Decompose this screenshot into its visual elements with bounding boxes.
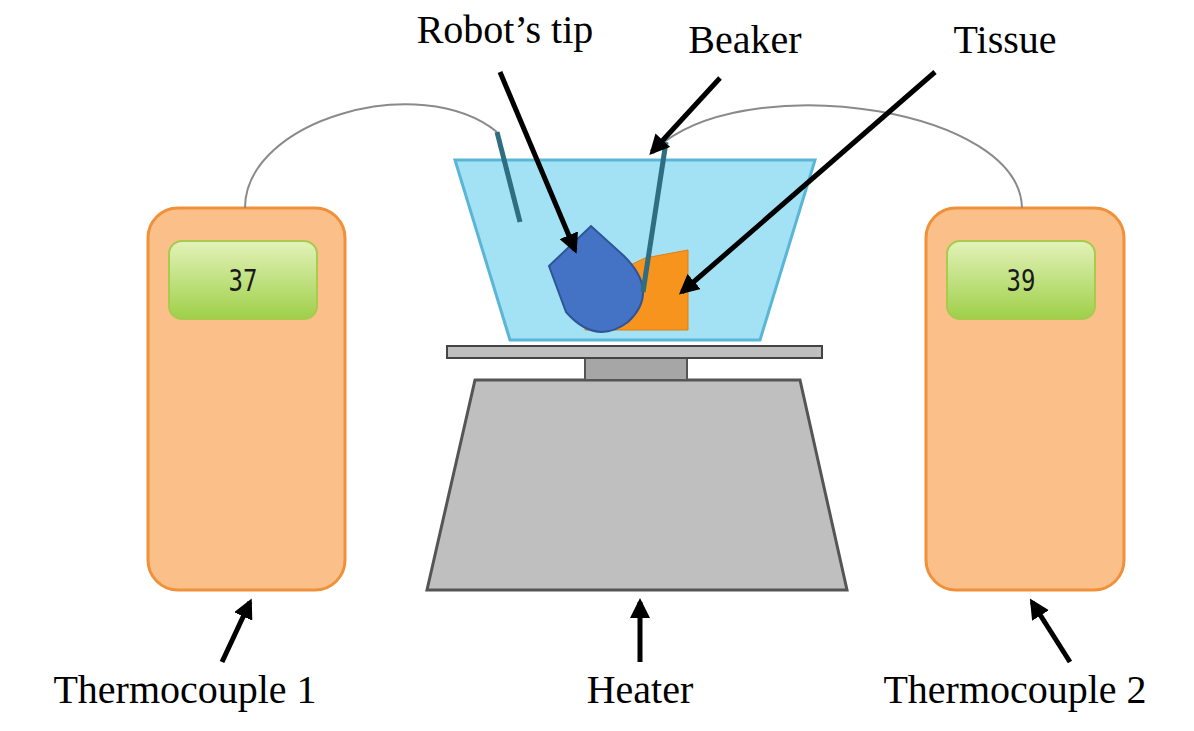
part-label: Beaker [688,18,801,62]
temperature-display: 39 [946,240,1096,320]
leader-arrow [682,72,935,292]
thermocouple-body [148,208,345,590]
part-label: Robot’s tip [417,8,594,52]
part-label: Thermocouple 2 [883,668,1146,712]
leader-arrow [500,72,575,250]
thermocouple-probe [643,142,666,292]
heater-base [427,380,847,590]
part-label: Heater [587,668,694,712]
heater-plate [447,346,822,358]
thermocouple-probe [497,132,520,222]
part-label: Thermocouple 1 [53,668,316,712]
robot-tip [549,226,643,332]
thermocouple-body [926,208,1124,590]
leader-arrow [652,78,720,152]
wire [245,104,497,208]
leader-arrow [222,602,250,662]
temperature-reading: 37 [229,263,258,298]
temperature-reading: 39 [1007,263,1036,298]
part-label: Tissue [953,18,1056,62]
heater-neck [585,358,687,380]
leader-arrow [638,602,643,662]
temperature-display: 37 [168,240,318,320]
leader-arrow [1032,602,1070,662]
